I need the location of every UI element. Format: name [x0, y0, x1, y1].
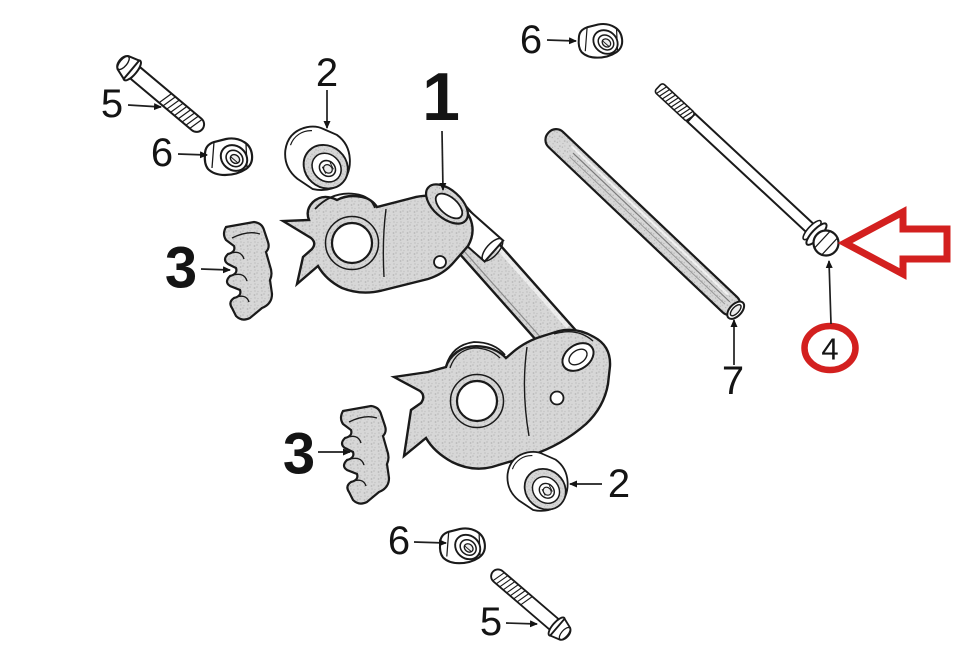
bushing-upper	[284, 125, 358, 199]
rubber-mount-upper	[222, 220, 274, 321]
highlight-marks	[801, 206, 951, 374]
callout-label-6-8: 6	[388, 519, 410, 563]
sleeve-rod	[544, 128, 746, 320]
nut-top-center	[577, 22, 624, 60]
callout-label-2-2: 2	[316, 51, 338, 95]
callout-leader-6-4	[546, 37, 577, 45]
nut-top-left	[203, 137, 254, 178]
callout-leader-1-3	[439, 130, 447, 191]
callout-label-5-0: 5	[101, 82, 123, 126]
highlight-circle	[801, 322, 859, 374]
callout-label-4-11: 4	[821, 332, 838, 367]
callout-label-3-5: 3	[165, 236, 197, 301]
link-arm-part-1	[278, 183, 612, 470]
rubber-mount-lower	[339, 404, 391, 505]
lower-bracket	[390, 328, 612, 470]
callout-label-7-10: 7	[722, 359, 744, 403]
callout-label-6-4: 6	[520, 18, 542, 62]
callout-label-6-1: 6	[151, 131, 173, 175]
callout-leader-6-1	[177, 151, 208, 159]
callout-leader-5-9	[505, 620, 538, 628]
nut-bottom	[438, 527, 487, 566]
callout-label-1-3: 1	[422, 59, 460, 135]
bushing-lower	[506, 450, 575, 519]
callout-leader-3-5	[200, 266, 231, 274]
callout-label-5-9: 5	[480, 600, 502, 644]
callout-label-2-7: 2	[608, 462, 630, 506]
highlight-arrow	[837, 206, 951, 280]
pivot-bolt	[654, 83, 840, 257]
callout-label-3-6: 3	[283, 422, 315, 487]
callout-leader-5-0	[127, 103, 162, 111]
callout-leader-6-8	[413, 539, 447, 547]
callout-leader-4-11	[825, 260, 833, 325]
bolt-top-left	[110, 49, 212, 140]
